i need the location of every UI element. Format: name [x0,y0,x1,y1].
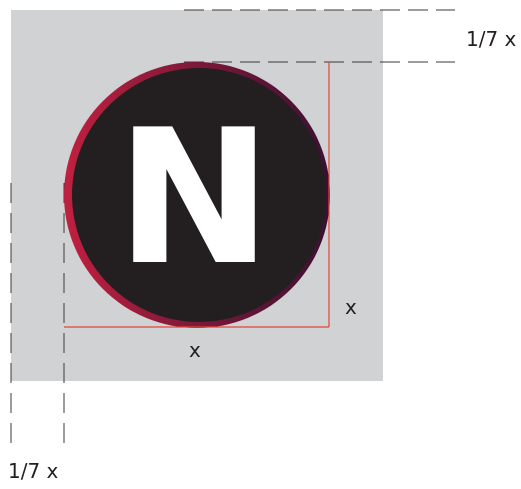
top-margin-guides [184,9,455,63]
left-margin-label: 1/7 x [8,459,59,483]
left-margin-guides [10,183,65,450]
top-margin-label: 1/7 x [466,27,517,51]
logo-circle [72,68,326,322]
logo-letter: N [116,89,272,306]
horizontal-dimension-label: x [189,338,201,362]
logo-mark: N [64,62,330,328]
measurement-lines [64,62,330,328]
vertical-dimension-label: x [345,295,357,319]
